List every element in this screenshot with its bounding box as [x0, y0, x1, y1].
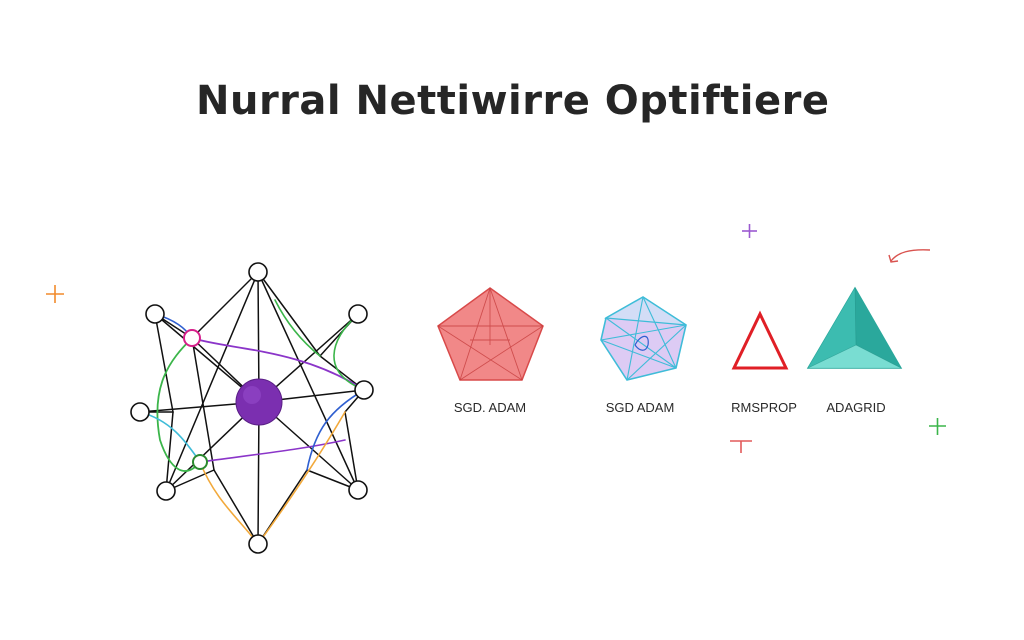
plus-icon [46, 285, 64, 303]
tee-icon [730, 440, 752, 453]
node-pink [183, 329, 201, 347]
hub-node [235, 378, 283, 426]
page-title: Nurral Nettiwirre Optiftiere [196, 78, 830, 124]
optimizer-label-adagrid: ADAGRID [826, 400, 886, 415]
node-bottom [248, 534, 268, 554]
optimizer-label-rmsprop: RMSPROP [731, 400, 797, 415]
accent-curve-green-3 [274, 299, 321, 357]
node-top [248, 262, 268, 282]
node-lower-right [348, 480, 368, 500]
accent-curve-purple [191, 337, 365, 391]
accent-curve-green-2 [333, 313, 365, 391]
optimizer-label-sgd-adam-2: SGD ADAM [605, 400, 675, 415]
plus-icon [742, 224, 757, 238]
node-left [130, 402, 150, 422]
accent-curve-orange-2 [257, 411, 346, 545]
node-green [192, 454, 208, 470]
outer-nodes [130, 262, 374, 554]
polyhedron-icon [600, 296, 687, 381]
accent-curve-purple-2 [199, 439, 346, 463]
plus-icon [929, 418, 946, 435]
tetrahedron-icon [806, 286, 903, 369]
triangle-icon [731, 310, 789, 370]
network-graph [130, 262, 374, 554]
accent-curve-blue-2 [306, 389, 365, 471]
node-right [354, 380, 374, 400]
accent-curve-cyan [139, 411, 201, 463]
node-upper-right [348, 304, 368, 324]
hub-highlight [243, 386, 261, 404]
curved-arrow-icon [888, 249, 931, 263]
pentagon-icon [437, 287, 544, 381]
node-lower-left [156, 481, 176, 501]
node-upper-left [145, 304, 165, 324]
accent-curve-green [156, 337, 201, 472]
optimizer-label-sgd-adam-1: SGD. ADAM [453, 400, 527, 415]
accent-curve-orange [199, 461, 259, 545]
